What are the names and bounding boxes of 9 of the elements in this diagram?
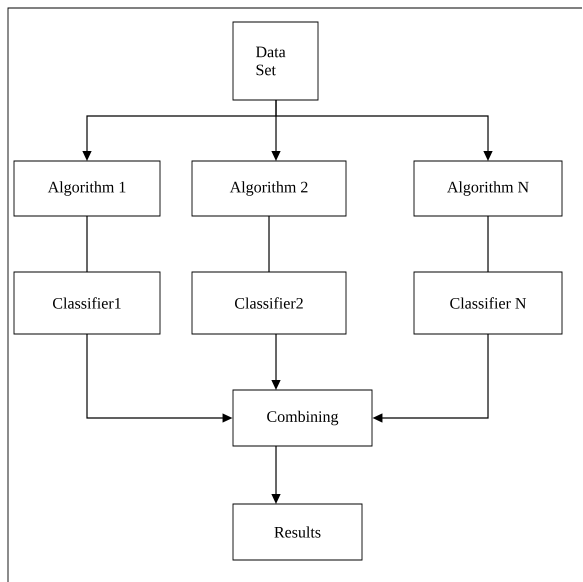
process-box: Algorithm 1: [14, 160, 160, 216]
process-box: Algorithm N: [414, 160, 562, 216]
process-box: Combining: [232, 390, 372, 446]
process-box: Algorithm 2: [192, 160, 346, 216]
process-box: Classifier N: [414, 272, 562, 334]
process-box: Results: [232, 504, 362, 560]
process-box: Classifier2: [192, 272, 346, 334]
data-box: Data Set: [232, 22, 318, 100]
process-box: Classifier1: [14, 272, 160, 334]
